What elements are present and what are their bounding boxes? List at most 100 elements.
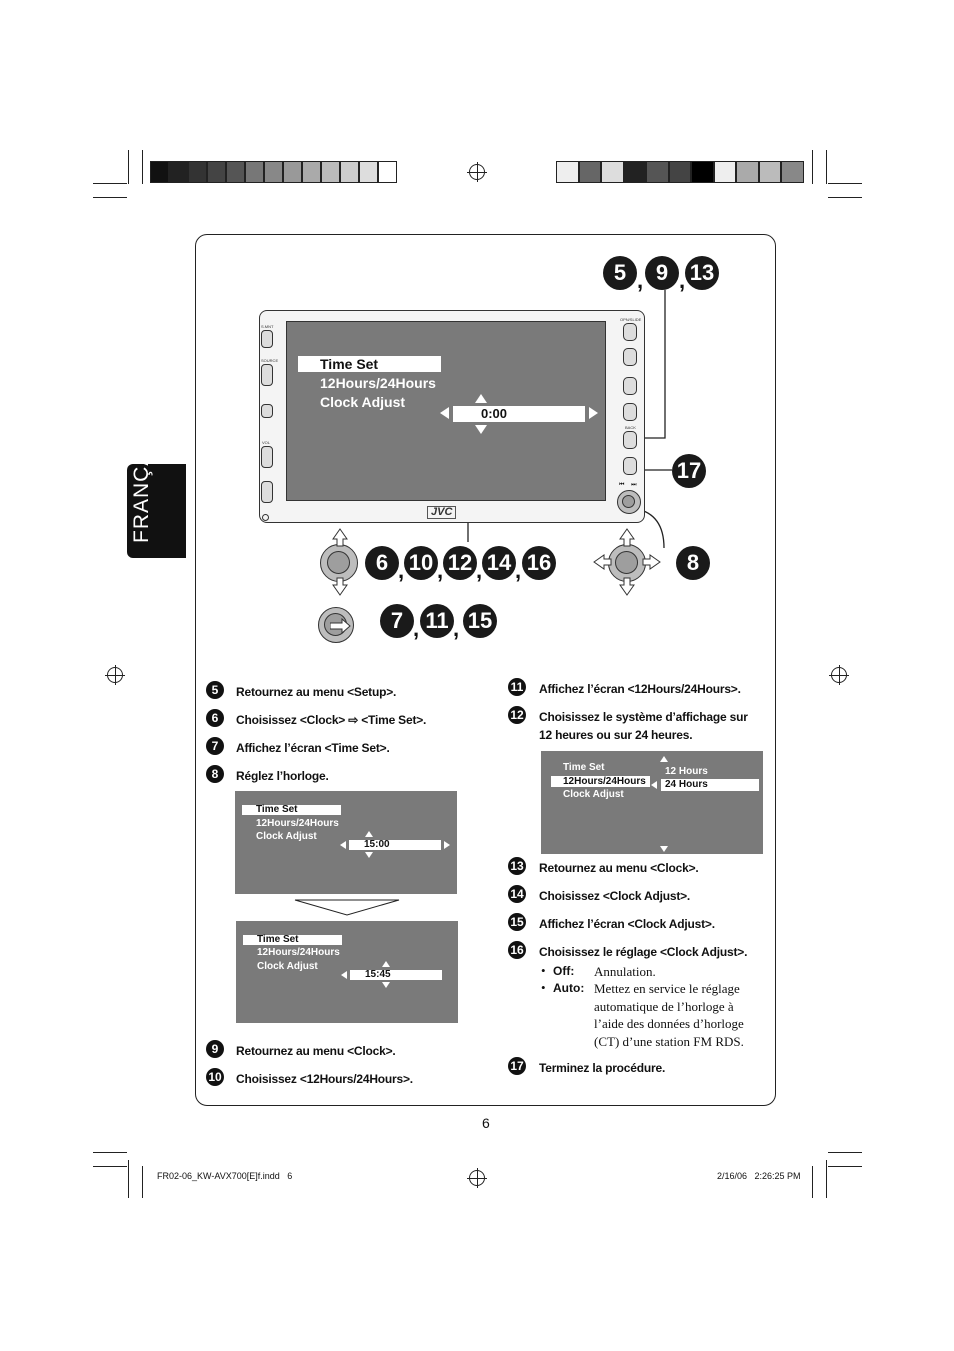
color-swatch bbox=[150, 161, 169, 183]
screen-menu-item: 12Hours/24Hours bbox=[256, 818, 339, 829]
option-highlight bbox=[661, 779, 759, 791]
registration-mark-icon bbox=[467, 162, 487, 182]
color-swatch bbox=[601, 161, 624, 183]
option-description: Annulation. bbox=[594, 964, 656, 979]
color-swatch bbox=[691, 161, 714, 183]
screen-menu-item: Clock Adjust bbox=[256, 831, 317, 842]
arrow-left-icon bbox=[341, 971, 347, 979]
color-swatch bbox=[378, 161, 397, 183]
value-field bbox=[453, 406, 585, 422]
step-number: 8 bbox=[206, 765, 224, 783]
step-badge: 16 bbox=[522, 546, 556, 580]
arrow-four-way-icon bbox=[593, 528, 661, 596]
comma: , bbox=[413, 616, 420, 641]
arrow-left-icon bbox=[440, 407, 449, 419]
arrow-right-icon bbox=[589, 407, 598, 419]
selection-highlight bbox=[243, 935, 342, 945]
arrow-up-icon bbox=[382, 961, 390, 967]
screen-menu-item: Clock Adjust bbox=[563, 789, 624, 800]
tp-button[interactable] bbox=[623, 348, 637, 366]
unit-button-label: OPN/SLIDE bbox=[620, 317, 642, 322]
arrow-down-icon bbox=[475, 425, 487, 434]
option-item: 12 Hours bbox=[665, 766, 708, 777]
arrow-left-icon bbox=[651, 781, 657, 789]
color-swatch bbox=[556, 161, 579, 183]
step-text: Affichez l’écran <Clock Adjust>. bbox=[539, 917, 715, 931]
screen-menu-title: Time Set bbox=[257, 934, 299, 945]
step-number: 9 bbox=[206, 1040, 224, 1058]
screen-menu-title: Time Set bbox=[563, 762, 605, 773]
volume-up-button[interactable] bbox=[261, 446, 273, 468]
value-field bbox=[349, 840, 441, 850]
color-swatch bbox=[758, 161, 781, 183]
step-text: Réglez l’horloge. bbox=[236, 769, 329, 783]
unit-button-label: BACK bbox=[625, 425, 636, 430]
step-text: Terminez la procédure. bbox=[539, 1061, 666, 1075]
step-badge: 15 bbox=[463, 604, 497, 638]
step-badge: 14 bbox=[482, 546, 516, 580]
skip-icon: ⏮ ⏭ bbox=[619, 482, 637, 488]
step-badge: 6 bbox=[365, 546, 399, 580]
screen-menu-item: 12Hours/24Hours bbox=[320, 375, 436, 391]
color-swatch bbox=[321, 161, 340, 183]
color-swatch bbox=[283, 161, 302, 183]
step-number: 13 bbox=[508, 857, 526, 875]
crop-mark bbox=[826, 150, 827, 184]
volume-down-button[interactable] bbox=[261, 481, 273, 503]
comma: , bbox=[453, 616, 460, 641]
arrow-down-icon bbox=[382, 982, 390, 988]
color-swatch bbox=[359, 161, 378, 183]
step-text: Choisissez <12Hours/24Hours>. bbox=[236, 1072, 413, 1086]
band-button[interactable] bbox=[623, 431, 637, 449]
comma: , bbox=[476, 558, 483, 583]
option-description: Mettez en service le réglage automatique… bbox=[594, 981, 744, 1049]
joystick-up-down-icon bbox=[320, 544, 358, 582]
color-swatch bbox=[736, 161, 759, 183]
step-number: 7 bbox=[206, 737, 224, 755]
crop-mark bbox=[826, 1160, 827, 1198]
color-swatch bbox=[302, 161, 321, 183]
language-tab: FRANÇAIS bbox=[127, 429, 186, 558]
step-text: Retournez au menu <Clock>. bbox=[539, 861, 699, 875]
screen-menu-title: Time Set bbox=[320, 356, 379, 372]
screen-illustration: Time Set 12Hours/24Hours Clock Adjust 15… bbox=[236, 921, 458, 1023]
crop-mark bbox=[93, 183, 127, 184]
screen-menu-item: 12Hours/24Hours bbox=[257, 947, 340, 958]
step-badge: 12 bbox=[443, 546, 477, 580]
step-badge: 11 bbox=[420, 604, 454, 638]
footer-timestamp: 2/16/06 2:26:25 PM bbox=[717, 1171, 801, 1181]
color-swatch bbox=[781, 161, 804, 183]
step-text: Choisissez le réglage <Clock Adjust>. bbox=[539, 945, 748, 959]
step-text: Retournez au menu <Setup>. bbox=[236, 685, 397, 699]
control-dial[interactable] bbox=[617, 490, 641, 514]
unit-button-label: VOL bbox=[262, 440, 271, 445]
color-swatch bbox=[623, 161, 646, 183]
comma: , bbox=[637, 268, 644, 293]
step-number: 16 bbox=[508, 941, 526, 959]
crop-mark bbox=[828, 1152, 862, 1153]
disp-button[interactable] bbox=[623, 403, 637, 421]
step-number: 10 bbox=[206, 1068, 224, 1086]
selection-highlight bbox=[298, 356, 441, 372]
source-button[interactable] bbox=[261, 364, 273, 386]
s-mnt-button[interactable] bbox=[261, 330, 273, 348]
step-number: 14 bbox=[508, 885, 526, 903]
open-slide-button[interactable] bbox=[623, 323, 637, 341]
option-item: 24 Hours bbox=[665, 779, 708, 790]
unit-button-label: SOURCE bbox=[261, 358, 279, 363]
step-badge: 5 bbox=[603, 256, 637, 290]
screen-menu-title: Time Set bbox=[256, 804, 298, 815]
screen-menu-item: 12Hours/24Hours bbox=[563, 776, 646, 787]
arrow-down-icon bbox=[660, 846, 668, 852]
sensor-button[interactable] bbox=[261, 404, 273, 418]
bullet: • bbox=[541, 980, 546, 995]
screen-value: 15:00 bbox=[364, 839, 390, 850]
step-text: Affichez l’écran <Time Set>. bbox=[236, 741, 390, 755]
unit-dot bbox=[262, 514, 269, 521]
menu-button[interactable] bbox=[623, 377, 637, 395]
step-number: 5 bbox=[206, 681, 224, 699]
comma: , bbox=[437, 558, 444, 583]
step-number: 17 bbox=[508, 1057, 526, 1075]
step-number: 11 bbox=[508, 678, 526, 696]
dist-button[interactable] bbox=[623, 457, 637, 475]
